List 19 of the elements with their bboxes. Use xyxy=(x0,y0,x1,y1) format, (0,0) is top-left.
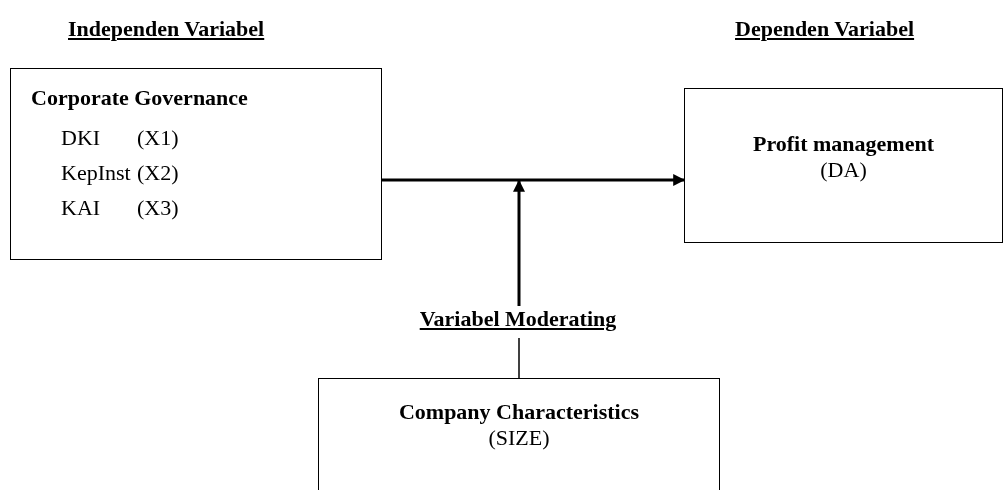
variable-name: KepInst xyxy=(61,160,132,186)
variable-box xyxy=(684,88,1003,243)
moderating-heading: Variabel Moderating xyxy=(419,306,617,332)
variable-code: (X3) xyxy=(137,195,179,221)
column-heading: Dependen Variabel xyxy=(735,16,915,42)
variable-code: (DA) xyxy=(820,157,867,183)
arrow xyxy=(513,179,525,306)
box-heading: Corporate Governance xyxy=(31,85,248,111)
variable-name: DKI xyxy=(61,125,102,151)
variable-code: (X2) xyxy=(137,160,179,186)
variable-box xyxy=(10,68,382,260)
box-heading: Company Characteristics xyxy=(398,399,640,425)
box-heading: Profit management xyxy=(752,131,935,157)
variable-code: (SIZE) xyxy=(488,425,550,451)
column-heading: Independen Variabel xyxy=(68,16,265,42)
variable-box xyxy=(318,378,720,490)
variable-code: (X1) xyxy=(137,125,179,151)
variable-name: KAI xyxy=(61,195,102,221)
arrow xyxy=(382,174,686,186)
